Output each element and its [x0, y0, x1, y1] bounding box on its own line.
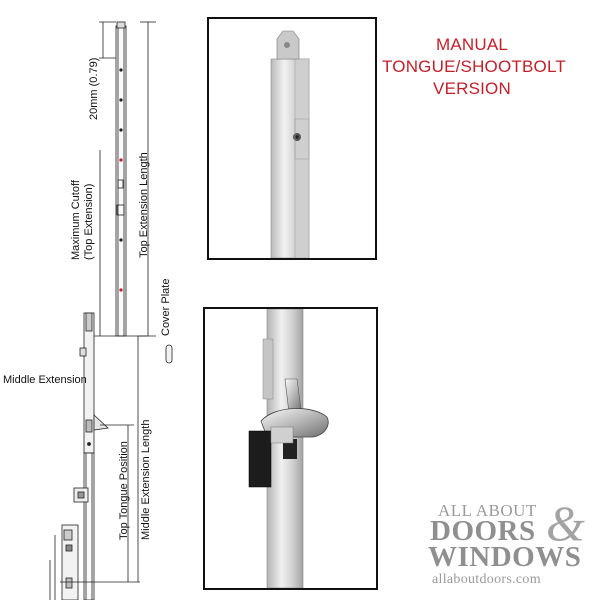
- cover-plate-label: Cover Plate: [160, 278, 172, 336]
- version-title: MANUAL TONGUE/SHOOTBOLT VERSION: [382, 34, 566, 100]
- all-about-doors-logo: ALL ABOUT DOORS & WINDOWS allaboutdoors.…: [428, 496, 598, 592]
- top-extension-length-label: Top Extension Length: [138, 152, 150, 258]
- cover-plate: [165, 344, 173, 364]
- dim-20mm-label: 20mm (0.79): [88, 57, 100, 120]
- lower-extension-bar: [83, 452, 95, 600]
- logo-line1: ALL ABOUT: [438, 501, 537, 520]
- middle-extension-length-label: Middle Extension Length: [140, 419, 152, 540]
- max-cutoff-label: Maximum Cutoff (Top Extension): [70, 180, 96, 260]
- title-line3: VERSION: [433, 79, 511, 98]
- max-cutoff-line2: (Top Extension): [83, 183, 95, 260]
- max-cutoff-line1: Maximum Cutoff: [70, 180, 82, 260]
- top-tongue-position-label: Top Tongue Position: [118, 441, 130, 540]
- logo-line3: WINDOWS: [428, 541, 582, 573]
- shootbolt-photo-image: [270, 30, 310, 258]
- technical-drawing: [49, 21, 173, 600]
- title-line2: TONGUE/SHOOTBOLT: [382, 57, 566, 76]
- top-tongue-photo: [207, 17, 377, 260]
- logo-url: allaboutdoors.com: [432, 572, 541, 587]
- logo-ampersand: &: [546, 495, 585, 551]
- manual-tongue-photo: [203, 307, 378, 590]
- tongue-lever-photo-image: [248, 309, 329, 588]
- title-line1: MANUAL: [435, 35, 509, 54]
- middle-extension-label: Middle Extension: [3, 374, 87, 386]
- logo-line2: DOORS: [430, 515, 536, 547]
